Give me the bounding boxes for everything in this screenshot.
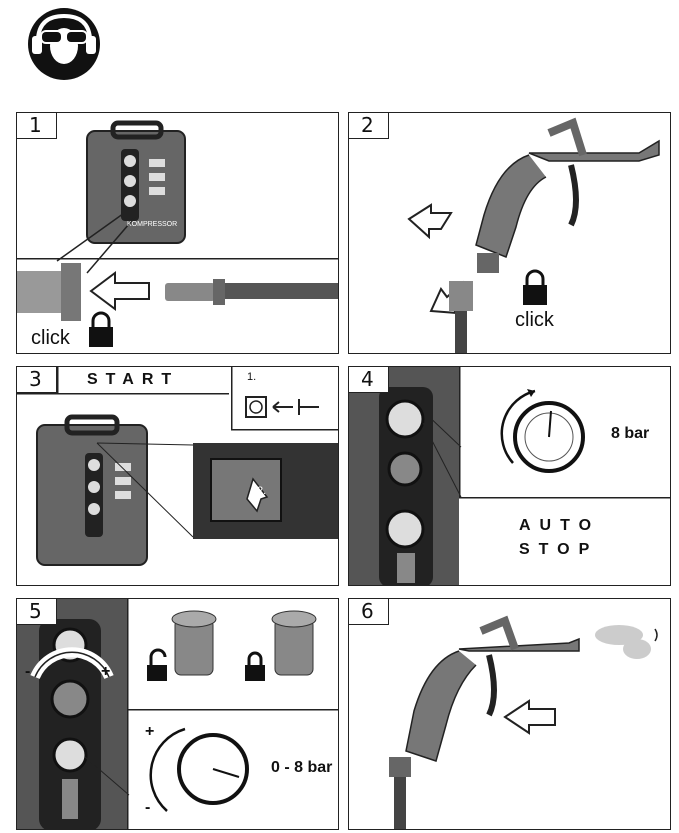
plus-knob-label: + (101, 663, 111, 680)
panel-3: 3 START 1. 2. (16, 366, 339, 586)
pressure-adjust-illustration (17, 599, 338, 829)
panel-1: 1 click KOMPRESSOR (16, 112, 339, 354)
step-1-label: 1. (247, 371, 257, 383)
panel-5: 5 - + + - 0 - 8 bar (16, 598, 339, 830)
compressor-connect-illustration (17, 120, 338, 347)
step-number: 3 (17, 367, 57, 393)
step-number: 4 (349, 367, 389, 393)
range-label: 0 - 8 bar (271, 759, 333, 776)
panel-2: 2 click (348, 112, 671, 354)
auto-label: AUTO (519, 517, 601, 534)
minus-label: - (145, 799, 151, 816)
air-gun-connect-illustration (407, 117, 660, 353)
click-label: click (31, 327, 70, 349)
step-2-label: 2. (257, 485, 267, 497)
minus-knob-label: - (25, 663, 31, 680)
step-number: 5 (17, 599, 57, 625)
auto-stop-illustration (349, 367, 670, 585)
panel-6: 6 (348, 598, 671, 830)
step-number: 2 (349, 113, 389, 139)
ear-and-eye-protection-icon (28, 8, 100, 80)
pressure-label: 8 bar (611, 425, 650, 442)
air-gun-use-illustration (389, 615, 658, 829)
step-number: 6 (349, 599, 389, 625)
step-number: 1 (17, 113, 57, 139)
click-label: click (515, 309, 554, 331)
power-on-illustration (17, 367, 338, 566)
start-title: START (87, 371, 180, 388)
compressor-brand: KOMPRESSOR (127, 221, 178, 228)
plus-label: + (145, 723, 155, 740)
panel-4: 4 8 bar AUTO STOP (348, 366, 671, 586)
stop-label: STOP (519, 541, 599, 558)
